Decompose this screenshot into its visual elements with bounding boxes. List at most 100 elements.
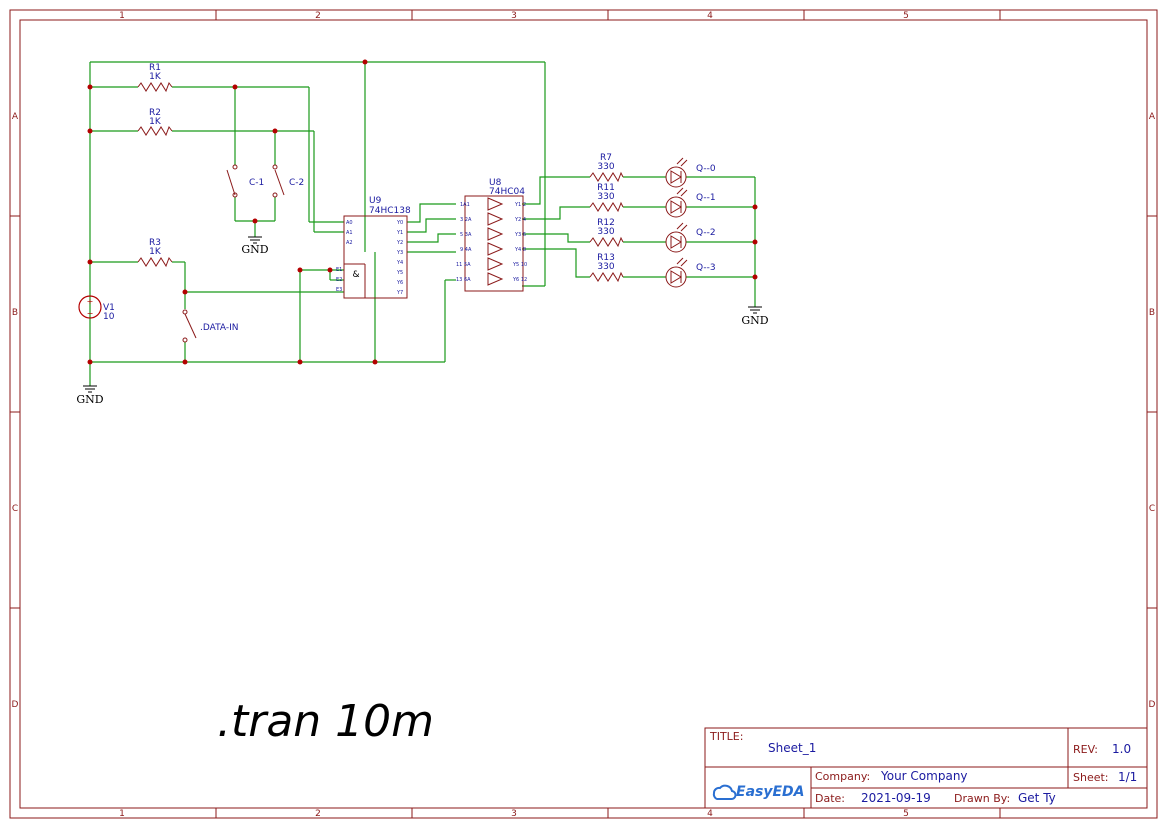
resistor-r13[interactable]: R13 330 xyxy=(589,253,624,283)
pin-label: Y2 xyxy=(396,240,403,246)
row-label: D xyxy=(1149,700,1156,710)
row-labels-right: A B C D xyxy=(1149,112,1156,710)
u8-ref: U8 xyxy=(489,178,502,188)
col-label: 1 xyxy=(119,809,125,819)
pin-label: A2 xyxy=(346,240,353,246)
row-label: C xyxy=(1149,504,1155,514)
gnd-label: GND xyxy=(241,243,268,256)
resistor-r11[interactable]: R11 330 xyxy=(589,183,624,213)
q3-label: Q--3 xyxy=(696,263,716,273)
drawn-by-value: Get Ty xyxy=(1018,791,1056,805)
svg-text:+: + xyxy=(87,297,94,306)
col-label: 3 xyxy=(511,809,517,819)
pin-label: Y5 10 xyxy=(512,262,527,268)
pin-label: A0 xyxy=(346,220,353,226)
svg-text:−: − xyxy=(87,309,94,318)
pin-label: Y6 12 xyxy=(512,277,527,283)
rev-value: 1.0 xyxy=(1112,742,1131,756)
row-label: B xyxy=(12,308,18,318)
data-in-label: .DATA-IN xyxy=(200,323,238,333)
pin-label: Y1 2 xyxy=(514,202,526,208)
junctions xyxy=(87,59,758,365)
col-label: 4 xyxy=(707,11,713,21)
drawn-by-label: Drawn By: xyxy=(954,792,1010,805)
pin-label: Y7 xyxy=(396,290,403,296)
gnd-label: GND xyxy=(76,393,103,406)
col-label: 1 xyxy=(119,11,125,21)
col-label: 4 xyxy=(707,809,713,819)
r7-ref: R7 xyxy=(600,153,612,163)
pin-label: E2 xyxy=(336,277,342,283)
row-label: B xyxy=(1149,308,1155,318)
col-label: 5 xyxy=(903,11,909,21)
r1-value: 1K xyxy=(149,72,162,82)
v1-ref: V1 xyxy=(103,303,115,313)
r3-value: 1K xyxy=(149,247,162,257)
resistor-r2[interactable]: R2 1K xyxy=(137,108,173,137)
pin-label: Y1 xyxy=(396,230,403,236)
resistor-r12[interactable]: R12 330 xyxy=(589,218,624,248)
column-labels-top: 1 2 3 4 5 xyxy=(119,11,909,21)
spice-directive[interactable]: .tran 10m xyxy=(217,696,434,747)
date-label: Date: xyxy=(815,792,845,805)
cloud-icon xyxy=(712,784,737,800)
gnd-symbol-left: GND xyxy=(76,385,104,406)
pin-label: 3 2A xyxy=(460,217,472,223)
row-label: D xyxy=(12,700,19,710)
c1-label: C-1 xyxy=(249,178,264,188)
resistor-r7[interactable]: R7 330 xyxy=(589,153,624,183)
u9-part: 74HC138 xyxy=(369,206,411,216)
easyeda-logo: EasyEDA xyxy=(712,784,805,800)
row-label: A xyxy=(1149,112,1156,122)
resistor-r3[interactable]: R3 1K xyxy=(137,238,173,268)
ic-u9-74hc138[interactable]: U9 74HC138 & A0 A1 A2 E1 E2 E3 Y0 Y1 Y2 … xyxy=(336,196,411,299)
pin-label: E3 xyxy=(336,287,342,293)
r11-ref: R11 xyxy=(597,183,615,193)
q1-label: Q--1 xyxy=(696,193,716,203)
r2-value: 1K xyxy=(149,117,162,127)
col-label: 2 xyxy=(315,11,321,21)
r12-ref: R12 xyxy=(597,218,615,228)
switch-data-in[interactable]: .DATA-IN xyxy=(182,309,238,343)
date-value: 2021-09-19 xyxy=(861,791,931,805)
pin-label: Y5 xyxy=(396,270,403,276)
switch-c2[interactable]: C-2 xyxy=(272,164,304,198)
r13-ref: R13 xyxy=(597,253,615,263)
pin-label: 5 3A xyxy=(460,232,472,238)
u9-ref: U9 xyxy=(369,196,382,206)
pin-label: 9 4A xyxy=(460,247,472,253)
r2-ref: R2 xyxy=(149,108,161,118)
pin-label: Y2 4 xyxy=(514,217,526,223)
company-label: Company: xyxy=(815,770,870,783)
gnd-label: GND xyxy=(741,314,768,327)
led-q3[interactable]: Q--3 xyxy=(665,257,716,288)
title-value: Sheet_1 xyxy=(768,741,816,755)
u8-part: 74HC04 xyxy=(489,187,525,197)
voltage-source-v1[interactable]: + − V1 10 xyxy=(78,295,115,322)
inverter-buffers xyxy=(487,197,504,286)
led-q0[interactable]: Q--0 xyxy=(665,157,716,188)
led-q1[interactable]: Q--1 xyxy=(665,187,716,218)
q2-label: Q--2 xyxy=(696,228,716,238)
column-labels-bottom: 1 2 3 4 5 xyxy=(119,809,909,819)
r1-ref: R1 xyxy=(149,63,161,73)
gnd-symbol-leds: GND xyxy=(741,306,769,327)
pin-label: E1 xyxy=(336,267,342,273)
col-label: 3 xyxy=(511,11,517,21)
company-value: Your Company xyxy=(880,769,968,783)
r3-ref: R3 xyxy=(149,238,161,248)
resistor-r1[interactable]: R1 1K xyxy=(137,63,173,93)
pin-label: Y3 6 xyxy=(514,232,526,238)
pin-label: Y6 xyxy=(396,280,403,286)
rev-label: REV: xyxy=(1073,743,1098,756)
row-label: A xyxy=(12,112,19,122)
led-q2[interactable]: Q--2 xyxy=(665,222,716,253)
pin-label: Y3 xyxy=(396,250,403,256)
sheet-value: 1/1 xyxy=(1118,770,1137,784)
switch-c1[interactable]: C-1 xyxy=(226,164,264,198)
wires xyxy=(89,61,756,386)
pin-label: 11 5A xyxy=(456,262,471,268)
ic-u8-74hc04[interactable]: U8 74HC04 1A1 3 2A 5 3A 9 4A 11 5A 13 6A… xyxy=(456,178,527,292)
title-block: TITLE: Sheet_1 REV: 1.0 Company: Your Co… xyxy=(704,727,1148,809)
